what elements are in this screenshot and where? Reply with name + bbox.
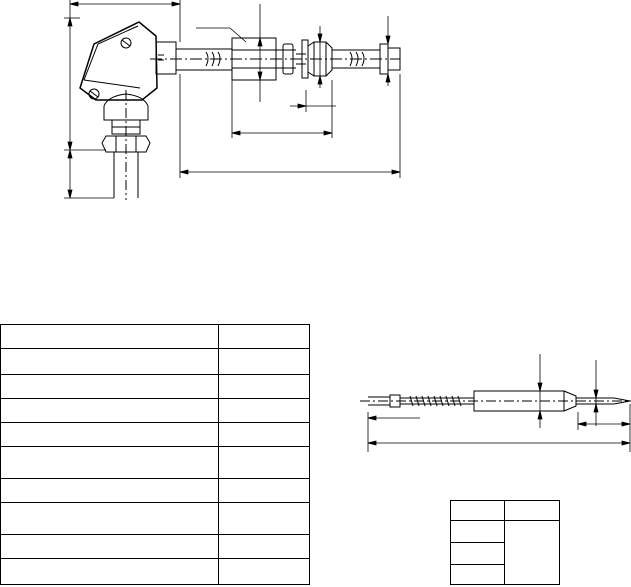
small-label-cell	[450, 500, 505, 521]
small-value-cell	[503, 520, 561, 585]
spec-value-cell	[218, 422, 310, 447]
spec-label-cell	[0, 374, 220, 399]
spec-table-row	[0, 374, 310, 399]
dimension-lines-probe	[368, 354, 630, 452]
small-table-row	[450, 520, 561, 585]
spec-label-cell	[0, 348, 220, 375]
spec-value-cell	[218, 502, 310, 535]
spec-value-cell	[218, 374, 310, 399]
small-table	[450, 500, 561, 585]
spec-label-cell	[0, 422, 220, 447]
spec-table	[0, 324, 310, 585]
spec-value-cell	[218, 534, 310, 559]
spec-value-cell	[218, 558, 310, 585]
spec-label-cell	[0, 478, 220, 503]
spec-table-row	[0, 422, 310, 447]
spec-label-cell	[0, 502, 220, 535]
spec-label-cell	[0, 324, 220, 349]
dimension-lines-main	[64, 0, 400, 198]
coupling-block	[232, 38, 306, 80]
spec-value-cell	[218, 348, 310, 375]
spec-table-row	[0, 558, 310, 585]
small-probe	[360, 391, 631, 411]
spec-value-cell	[218, 398, 310, 423]
hex-nipple	[102, 90, 150, 200]
spec-label-cell	[0, 534, 220, 559]
small-table-row	[450, 564, 560, 585]
spec-table-row	[0, 534, 310, 559]
spec-value-cell	[218, 446, 310, 479]
spec-table-row	[0, 324, 310, 349]
small-label-cell	[450, 542, 505, 565]
small-table-row	[450, 500, 561, 521]
spec-table-row	[0, 446, 310, 479]
spec-label-cell	[0, 558, 220, 585]
spec-value-cell	[218, 478, 310, 503]
small-value-cell	[503, 500, 561, 521]
small-label-cell	[450, 564, 505, 585]
spec-table-row	[0, 398, 310, 423]
spec-value-cell	[218, 324, 310, 349]
spec-label-cell	[0, 446, 220, 479]
small-label-cell	[450, 520, 505, 543]
spec-table-row	[0, 502, 310, 535]
spec-table-row	[0, 348, 310, 375]
spec-table-row	[0, 478, 310, 503]
flange-fitting	[302, 40, 380, 78]
connection-head	[80, 22, 176, 120]
spec-label-cell	[0, 398, 220, 423]
